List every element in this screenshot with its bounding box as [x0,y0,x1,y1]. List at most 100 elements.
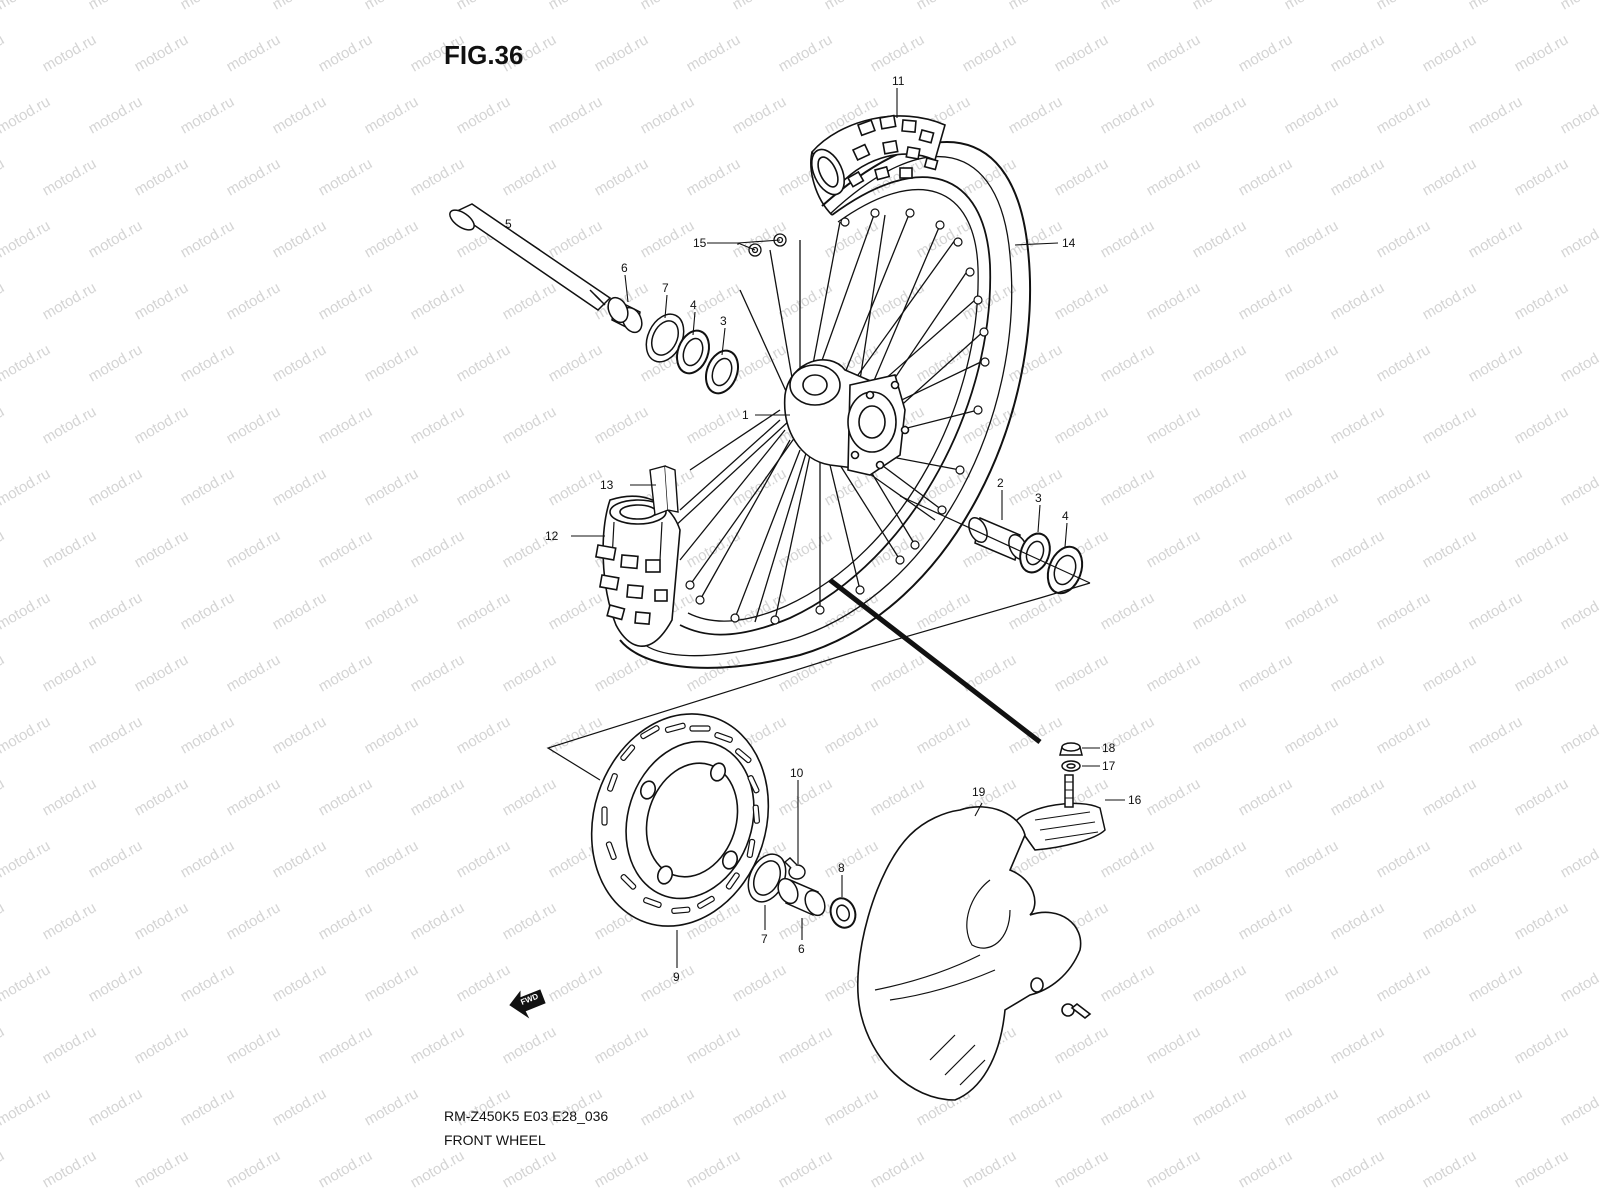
watermark-text: motod.ru [1190,837,1250,881]
watermark-text: motod.ru [0,589,53,633]
watermark-text: motod.ru [822,0,882,13]
watermark-text: motod.ru [776,279,836,323]
watermark-text: motod.ru [1466,93,1526,137]
figure-title: FIG.36 [444,40,524,70]
watermark-text: motod.ru [1190,0,1250,13]
watermark-text: motod.ru [822,217,882,261]
watermark-text: motod.ru [638,1085,698,1129]
watermark-text: motod.ru [40,651,100,695]
watermark-text: motod.ru [132,1023,192,1067]
watermark-text: motod.ru [408,527,468,571]
watermark-text: motod.ru [1466,961,1526,1005]
watermark-text: motod.ru [1098,0,1158,13]
assembly-lines [546,495,1091,781]
watermark-text: motod.ru [0,713,53,757]
watermark-text: motod.ru [1052,403,1112,447]
watermark-text: motod.ru [1374,713,1434,757]
watermark-text: motod.ru [86,589,146,633]
watermark-text: motod.ru [362,93,422,137]
watermark-text: motod.ru [1282,93,1342,137]
watermark-text: motod.ru [592,403,652,447]
callout-9: 9 [673,970,680,984]
watermark-text: motod.ru [454,93,514,137]
watermark-text: motod.ru [1144,1023,1204,1067]
watermark-text: motod.ru [1282,217,1342,261]
watermark-text: motod.ru [730,93,790,137]
watermark-text: motod.ru [1282,341,1342,385]
watermark-text: motod.ru [500,1023,560,1067]
watermark-text: motod.ru [132,31,192,75]
watermark-text: motod.ru [0,651,7,695]
watermark-text: motod.ru [1374,589,1434,633]
watermark-text: motod.ru [362,837,422,881]
watermark-text: motod.ru [132,527,192,571]
watermark-text: motod.ru [1374,1085,1434,1129]
watermark-text: motod.ru [1466,837,1526,881]
watermark-text: motod.ru [1144,651,1204,695]
watermark-text: motod.ru [1420,403,1480,447]
watermark-text: motod.ru [178,0,238,13]
watermark-text: motod.ru [868,1147,928,1191]
watermark-text: motod.ru [408,775,468,819]
watermark-text: motod.ru [1328,899,1388,943]
watermark-text: motod.ru [1144,775,1204,819]
callout-7-left: 7 [662,281,669,295]
watermark-text: motod.ru [1190,93,1250,137]
watermark-text: motod.ru [0,1023,7,1067]
watermark-text: motod.ru [684,31,744,75]
watermark-text: motod.ru [1282,961,1342,1005]
watermark-text: motod.ru [454,341,514,385]
watermark-text: motod.ru [40,403,100,447]
callout-11: 11 [892,74,905,88]
leader-rim-lock [828,578,1042,744]
watermark-text: motod.ru [914,0,974,13]
watermark-text: motod.ru [1374,837,1434,881]
watermark-text: motod.ru [1144,155,1204,199]
watermark-text: motod.ru [1466,217,1526,261]
watermark-text: motod.ru [1328,155,1388,199]
right-hub-parts [747,853,857,929]
watermark-text: motod.ru [1374,93,1434,137]
watermark-text: motod.ru [638,0,698,13]
watermark-text: motod.ru [132,775,192,819]
arrow-left-icon: FWD [509,989,546,1019]
watermark-text: motod.ru [224,1147,284,1191]
watermark-text: motod.ru [454,465,514,509]
model-code: RM-Z450K5 E03 E28_036 [444,1108,609,1124]
callout-8: 8 [838,861,845,875]
watermark-text: motod.ru [546,217,606,261]
watermark-text: motod.ru [1144,279,1204,323]
watermark-text: motod.ru [454,589,514,633]
watermark-text: motod.ru [1466,1085,1526,1129]
watermark-text: motod.ru [408,1023,468,1067]
watermark-text: motod.ru [500,651,560,695]
watermark-text: motod.ru [684,527,744,571]
callout-19: 19 [972,785,986,799]
watermark-text: motod.ru [546,93,606,137]
callout-1: 1 [742,408,749,422]
watermark-text: motod.ru [638,961,698,1005]
callout-5: 5 [505,217,512,231]
watermark-text: motod.ru [270,341,330,385]
watermark-text: motod.ru [1098,465,1158,509]
watermark-text: motod.ru [1466,713,1526,757]
watermark-text: motod.ru [684,1023,744,1067]
watermark-text: motod.ru [1328,1023,1388,1067]
watermark-text: motod.ru [408,279,468,323]
watermark-text: motod.ru [178,713,238,757]
watermark-text: motod.ru [1052,155,1112,199]
watermark-text: motod.ru [86,217,146,261]
watermark-text: motod.ru [592,1023,652,1067]
front-wheel [594,114,1042,744]
watermark-text: motod.ru [178,217,238,261]
watermark-text: motod.ru [1052,1023,1112,1067]
callout-4-right: 4 [1062,509,1069,523]
watermark-text: motod.ru [1144,403,1204,447]
watermark-text: motod.ru [362,0,422,13]
watermark-text: motod.ru [1466,465,1526,509]
watermark-text: motod.ru [500,1147,560,1191]
watermark-text: motod.ru [1420,651,1480,695]
watermark-text: motod.ru [776,1023,836,1067]
watermark-text: motod.ru [0,961,53,1005]
